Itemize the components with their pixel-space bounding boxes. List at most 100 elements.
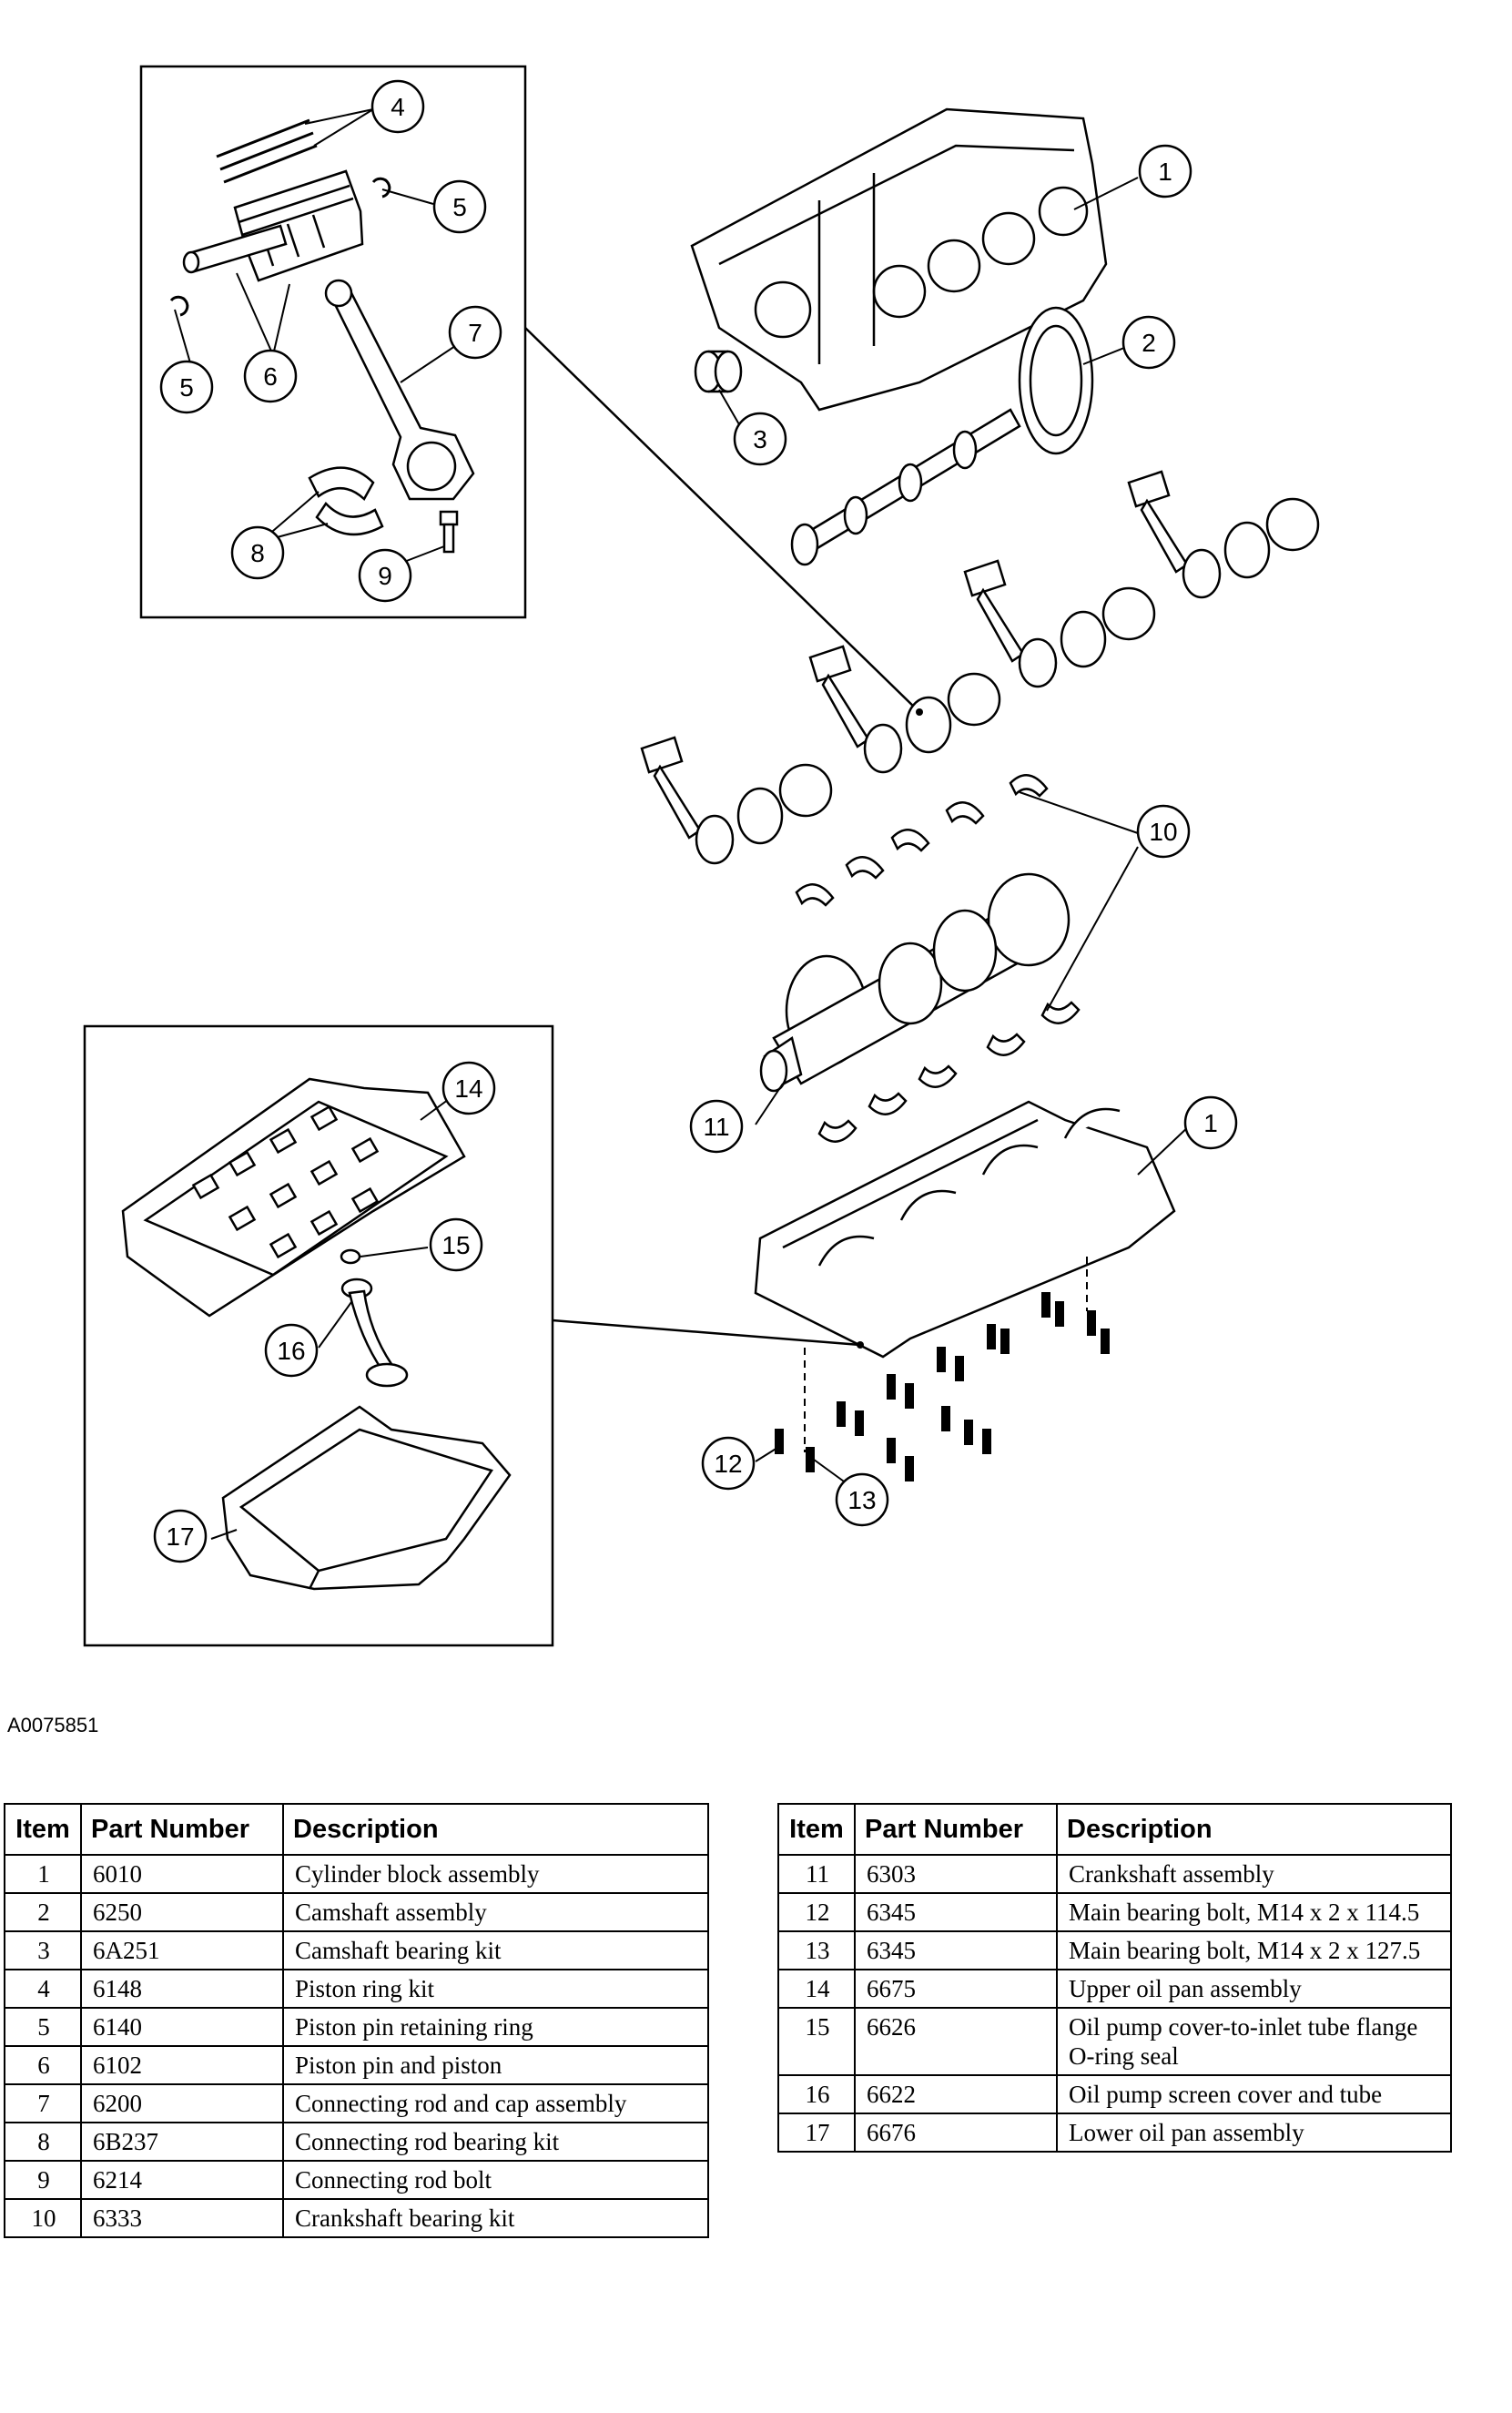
cell-description: Main bearing bolt, M14 x 2 x 114.5	[1056, 1892, 1452, 1932]
retaining-rings	[169, 177, 391, 317]
callout-15: 15	[429, 1217, 483, 1272]
cell-item: 14	[777, 1969, 856, 2009]
cell-item: 6	[4, 2045, 82, 2085]
leader-dots	[857, 708, 923, 1349]
cell-item: 11	[777, 1854, 856, 1894]
callout-label: 13	[847, 1486, 876, 1514]
callout-14: 14	[441, 1061, 496, 1115]
connecting-rod	[324, 279, 475, 501]
cell-part-number: 6010	[80, 1854, 284, 1894]
cell-description: Piston pin and piston	[282, 2045, 709, 2085]
leader-oilpan-inset	[552, 1318, 861, 1347]
callout-12: 12	[701, 1436, 756, 1491]
cell-part-number: 6102	[80, 2045, 284, 2085]
crankshaft	[759, 872, 1071, 1093]
cell-item: 3	[4, 1930, 82, 1970]
callout-3: 3	[733, 412, 787, 466]
cell-part-number: 6148	[80, 1969, 284, 2009]
cell-item: 10	[4, 2198, 82, 2238]
cell-item: 5	[4, 2007, 82, 2047]
main-leaders	[718, 177, 1192, 1494]
cell-part-number: 6622	[854, 2074, 1058, 2114]
inset-leaders	[174, 108, 456, 563]
header-description: Description	[1056, 1803, 1452, 1856]
leader-piston-inset	[524, 327, 920, 713]
cell-part-number: 6333	[80, 2198, 284, 2238]
callout-label: 1	[1158, 158, 1172, 186]
piston	[233, 169, 364, 282]
cell-item: 8	[4, 2122, 82, 2162]
cell-item: 4	[4, 1969, 82, 2009]
cell-description: Camshaft assembly	[282, 1892, 709, 1932]
cell-item: 2	[4, 1892, 82, 1932]
cell-item: 9	[4, 2160, 82, 2200]
figure-id: A0075851	[7, 1714, 99, 1736]
cell-part-number: 6214	[80, 2160, 284, 2200]
callout-6: 6	[243, 349, 298, 403]
main-bearing-bolts	[775, 1292, 1110, 1481]
cell-item: 1	[4, 1854, 82, 1894]
cell-description: Connecting rod bolt	[282, 2160, 709, 2200]
cell-part-number: 6676	[854, 2113, 1058, 2153]
callout-5: 5	[432, 179, 487, 234]
cell-description: Connecting rod bearing kit	[282, 2122, 709, 2162]
piston-detail-inset	[139, 65, 527, 619]
callout-9: 9	[358, 548, 412, 603]
cell-item: 13	[777, 1930, 856, 1970]
camshaft-bearing	[694, 350, 743, 393]
callout-2: 2	[1121, 315, 1176, 370]
cell-part-number: 6345	[854, 1930, 1058, 1970]
cell-part-number: 6250	[80, 1892, 284, 1932]
callout-1: 1	[1138, 144, 1192, 199]
piston-rings	[216, 118, 318, 184]
bolt-leaders	[804, 1257, 1088, 1452]
callout-label: 5	[452, 193, 467, 221]
callout-label: 12	[714, 1450, 742, 1478]
callout-label: 3	[753, 425, 767, 453]
cell-part-number: 6A251	[80, 1930, 284, 1970]
cell-description: Crankshaft assembly	[1056, 1854, 1452, 1894]
callout-label: 14	[454, 1074, 482, 1103]
callout-label: 5	[179, 373, 194, 402]
cell-description: Upper oil pan assembly	[1056, 1969, 1452, 2009]
header-description: Description	[282, 1803, 709, 1856]
cell-item: 12	[777, 1892, 856, 1932]
callout-label: 2	[1142, 329, 1156, 357]
piston-pin	[182, 224, 288, 274]
upper-oil-pan	[121, 1077, 466, 1318]
callout-10: 10	[1136, 804, 1191, 859]
callout-17: 17	[153, 1509, 208, 1563]
cell-description: Crankshaft bearing kit	[282, 2198, 709, 2238]
table-header-row: Item Part Number Description	[4, 1803, 709, 1856]
callout-5: 5	[159, 360, 214, 414]
header-item: Item	[4, 1803, 82, 1856]
header-part-number: Part Number	[80, 1803, 284, 1856]
cell-part-number: 6B237	[80, 2122, 284, 2162]
cell-description: Cylinder block assembly	[282, 1854, 709, 1894]
lower-block	[754, 1100, 1176, 1359]
cell-description: Oil pump cover-to-inlet tube flange O-ri…	[1056, 2007, 1452, 2076]
o-ring	[340, 1248, 361, 1265]
callout-label: 1	[1203, 1109, 1218, 1137]
callout-label: 9	[378, 562, 392, 590]
cell-description: Camshaft bearing kit	[282, 1930, 709, 1970]
cell-item: 17	[777, 2113, 856, 2153]
cylinder-block	[690, 107, 1108, 412]
callout-4: 4	[370, 79, 425, 134]
oil-pump-screen-tube	[340, 1278, 409, 1388]
cell-item: 16	[777, 2074, 856, 2114]
camshaft	[790, 306, 1094, 566]
